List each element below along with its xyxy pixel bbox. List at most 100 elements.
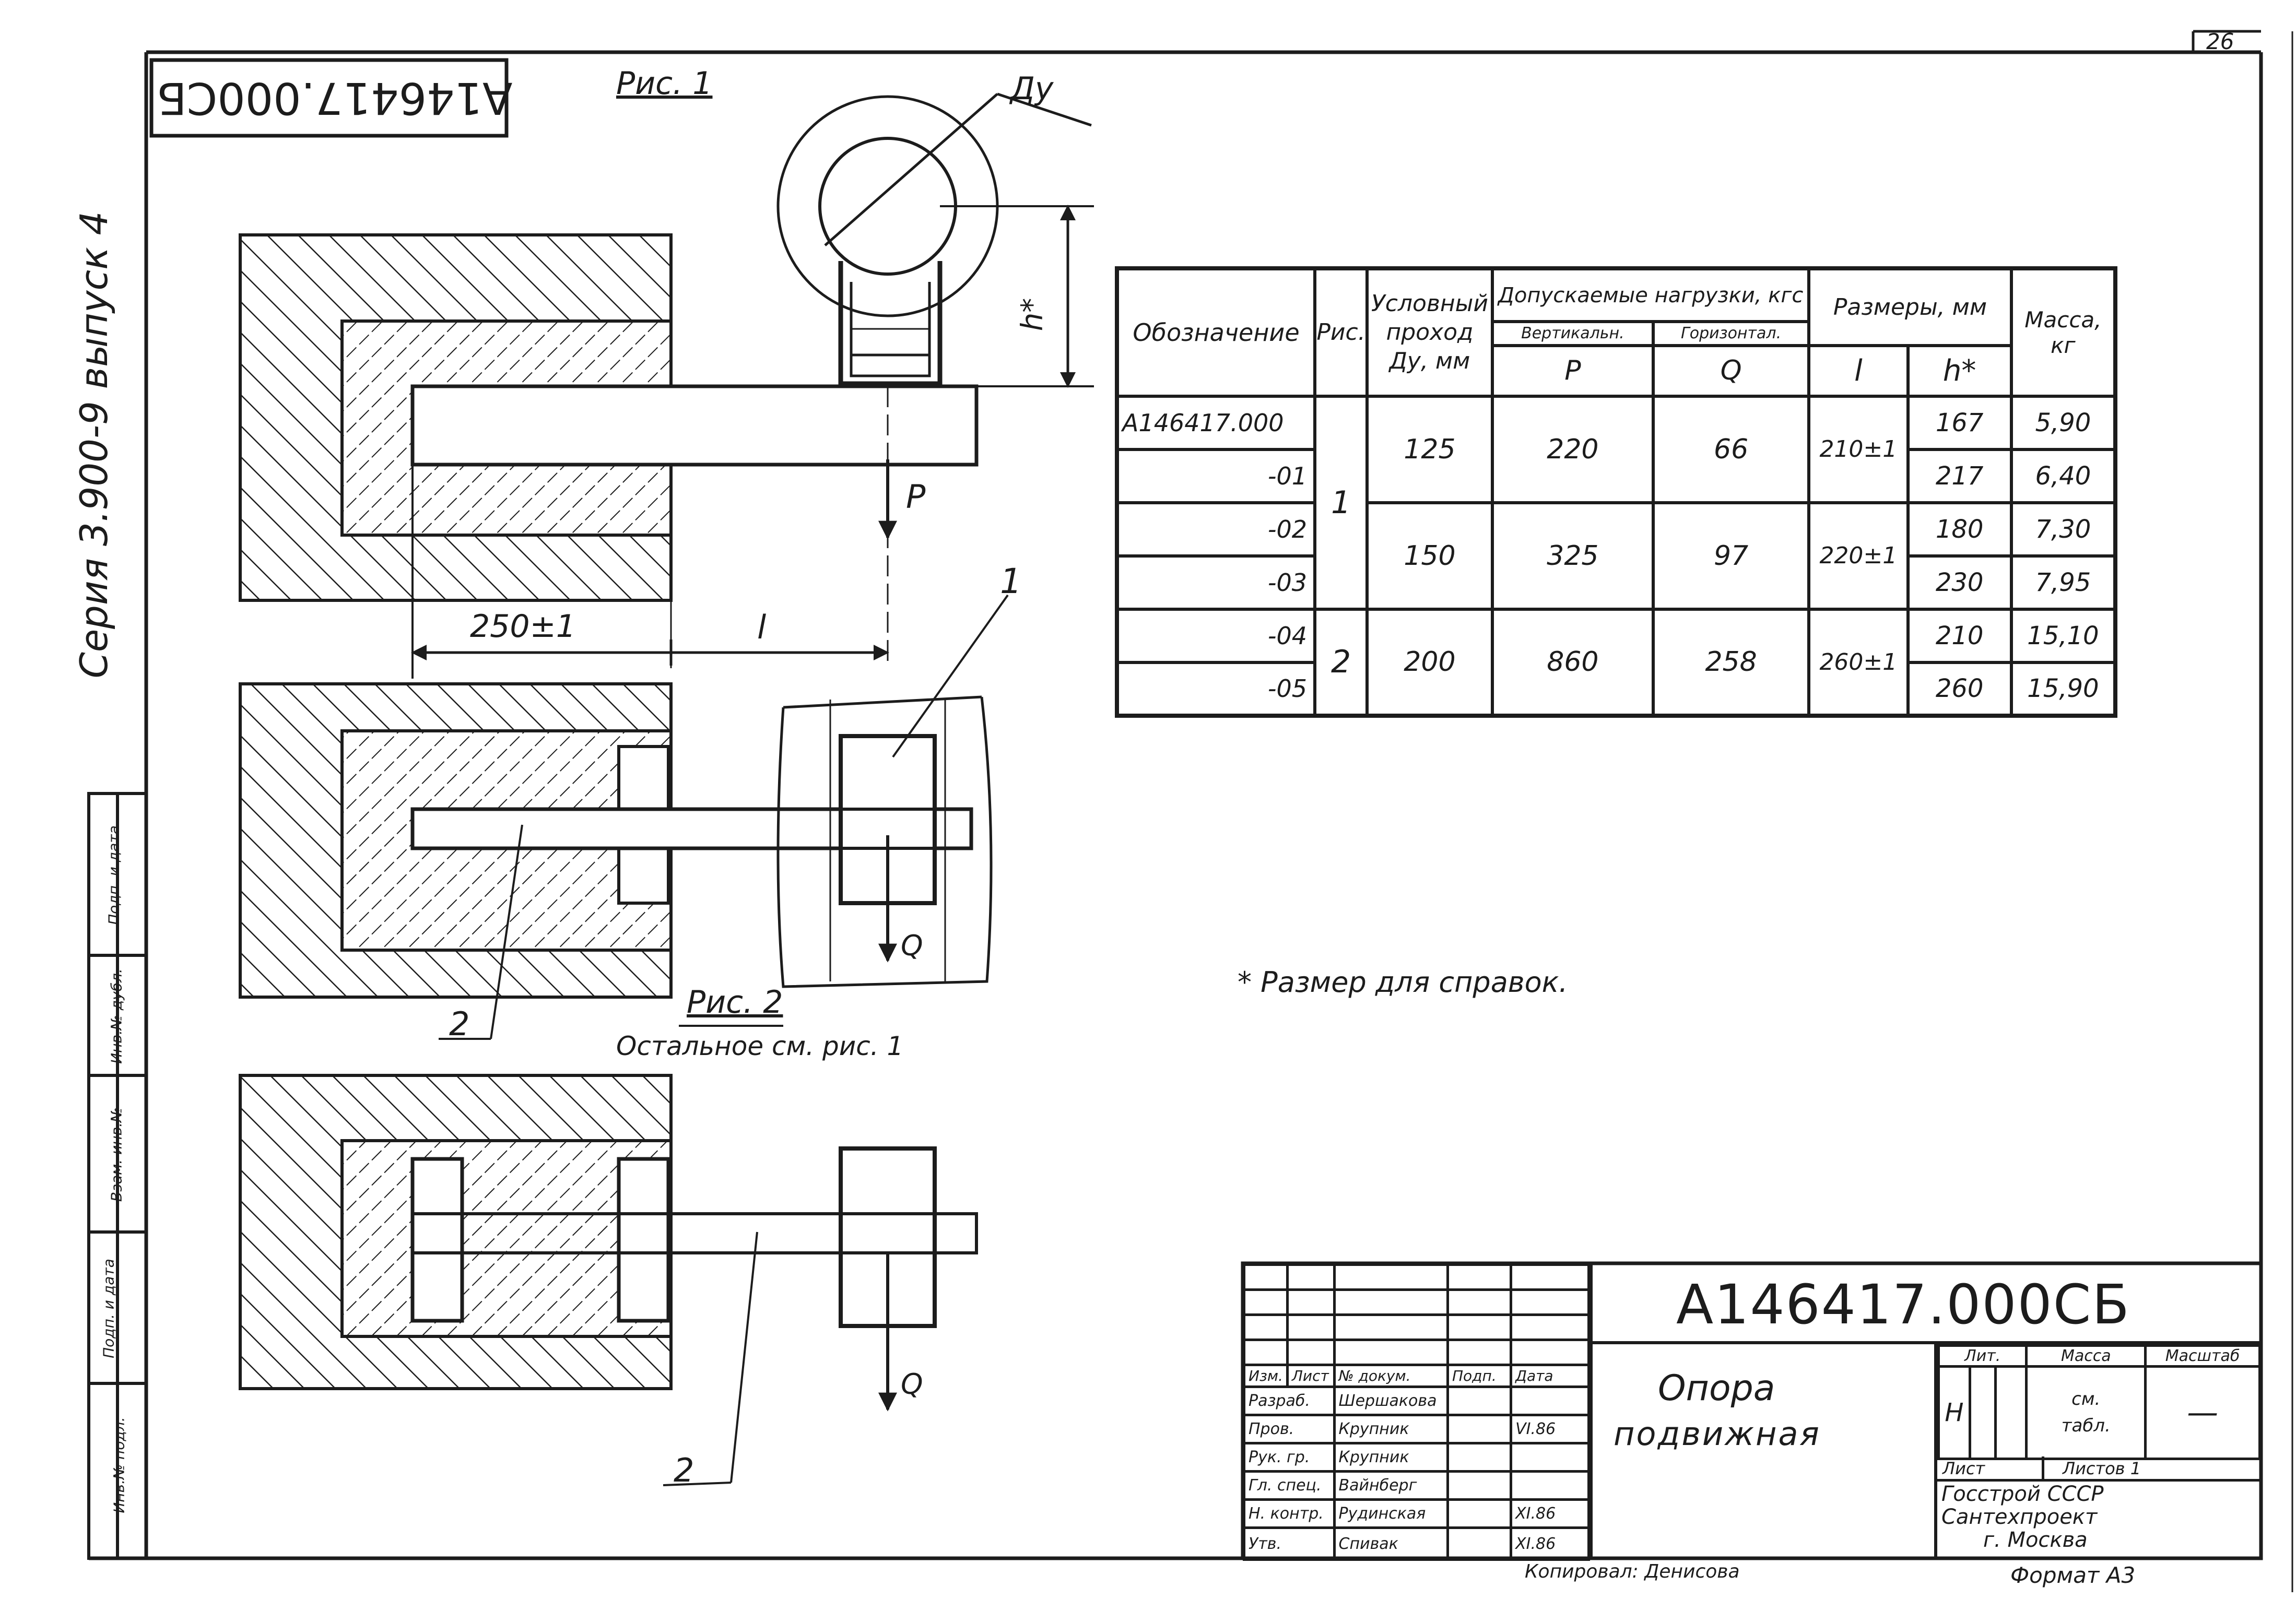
signature: [1446, 1414, 1513, 1444]
stamp-code-text: А146417.000СБ: [157, 73, 513, 124]
mass-value: 15,90: [2009, 660, 2117, 718]
mass-value: 15,10: [2009, 607, 2117, 664]
col-du: Условный проход Ду, мм: [1365, 267, 1494, 398]
role: Н. контр.: [1243, 1498, 1336, 1529]
role: Разраб.: [1243, 1385, 1336, 1416]
leader-1-label: 1: [1000, 561, 1022, 601]
doc-name-line1: Опора: [1658, 1368, 1775, 1409]
l-value: 260±1: [1807, 607, 1910, 718]
figure-1-plan: [239, 594, 1009, 1040]
sign-date: XI.86: [1510, 1526, 1590, 1561]
person-name: Крупник: [1333, 1442, 1449, 1473]
col-du-line3: Ду, мм: [1389, 348, 1470, 375]
lit-mass-scale: Лит. Масса Масштаб Н см. табл. —: [1937, 1344, 2261, 1460]
hdr-doc: № докум.: [1333, 1364, 1449, 1388]
col-horizontal: Горизонтал.: [1651, 320, 1811, 347]
title-block-frame: [1241, 1261, 2263, 1560]
side-stamp-5: Подп. и дата: [105, 825, 123, 925]
doc-name-cell: Опора подвижная: [1590, 1344, 1937, 1558]
h-value: 230: [1906, 554, 2013, 611]
sign-date: [1510, 1470, 1590, 1501]
side-stamp-3: Взам. инв.№: [108, 1107, 125, 1202]
person-name: Шершакова: [1333, 1385, 1449, 1416]
hdr-date: Дата: [1510, 1364, 1590, 1388]
mass-value: 7,30: [2009, 501, 2117, 558]
pipe-inner-1: [818, 137, 957, 276]
sheets-row: Лист Листов 1: [1937, 1456, 2261, 1482]
l-value: 210±1: [1807, 394, 1910, 504]
footnote: * Размер для справок.: [1238, 966, 1568, 999]
figure-1: [239, 92, 1094, 679]
hdr-sign: Подп.: [1446, 1364, 1513, 1388]
fig-value: 2: [1313, 607, 1369, 718]
scale-value: —: [2144, 1365, 2261, 1460]
h-value: 217: [1906, 447, 2013, 504]
row-designation: -02: [1115, 501, 1317, 558]
page-number: 26: [2206, 29, 2234, 54]
sign-date: [1510, 1442, 1590, 1473]
col-designation: Обозначение: [1115, 267, 1317, 398]
mass-value: 7,95: [2009, 554, 2117, 611]
sign-date: VI.86: [1510, 1414, 1590, 1444]
col-p: P: [1490, 344, 1655, 398]
signature: [1446, 1442, 1513, 1473]
col-loads: Допускаемые нагрузки, кгс: [1490, 266, 1811, 324]
signature: [1446, 1470, 1513, 1501]
stamp-code: А146417.000СБ: [157, 67, 512, 129]
stamp-box: [149, 58, 509, 138]
title-block: Изм. Лист № докум. Подп. Дата Разраб. Ше…: [1243, 1263, 2261, 1561]
row-designation: -03: [1115, 554, 1317, 611]
doc-name-line2: подвижная: [1614, 1415, 1821, 1453]
person-name: Спивак: [1333, 1526, 1449, 1561]
p-value: 325: [1490, 501, 1655, 611]
role: Гл. спец.: [1243, 1470, 1336, 1501]
copied-by: Копировал: Денисова: [1525, 1561, 1740, 1582]
leader-2-label-a: 2: [449, 1005, 470, 1043]
signature: [1446, 1526, 1513, 1561]
col-du-line2: проход: [1386, 319, 1474, 346]
signature: [1446, 1498, 1513, 1529]
l-value: 220±1: [1807, 501, 1910, 611]
dim-l-label: l: [757, 608, 767, 646]
col-mass-line2: кг: [2051, 332, 2076, 358]
mass-value: 6,40: [2009, 447, 2117, 504]
sign-date: [1510, 1385, 1590, 1416]
side-stamp-grid: [87, 792, 148, 1560]
mass-value-line1: см.: [2071, 1389, 2101, 1410]
row-designation: -04: [1115, 607, 1317, 664]
du-value: 200: [1365, 607, 1494, 718]
q-label-2: Q: [901, 1368, 923, 1401]
doc-code-cell: А146417.000СБ: [1590, 1263, 2261, 1344]
col-l: l: [1807, 344, 1910, 398]
p-label: P: [906, 478, 926, 516]
clamp-1: [838, 261, 943, 386]
sheet-label: Лист: [1942, 1459, 1985, 1478]
leader-2-label-b: 2: [674, 1451, 694, 1489]
row-designation: -01: [1115, 447, 1317, 504]
figure-2: [239, 1025, 978, 1486]
side-stamp-2: Подп. и дата: [100, 1259, 117, 1358]
row-designation: -05: [1115, 660, 1317, 718]
role: Пров.: [1243, 1414, 1336, 1444]
col-du-line1: Условный: [1371, 290, 1488, 317]
org-block: Госстрой СССР Сантехпроект г. Москва: [1941, 1483, 2260, 1551]
info-cells: Лит. Масса Масштаб Н см. табл. — Лист Ли…: [1937, 1344, 2261, 1558]
col-fig: Рис.: [1313, 267, 1369, 398]
person-name: Рудинская: [1333, 1498, 1449, 1529]
col-sizes: Размеры, мм: [1807, 267, 2013, 347]
role: Рук. гр.: [1243, 1442, 1336, 1473]
lit-value: Н: [1937, 1365, 1971, 1460]
sign-date: XI.86: [1510, 1498, 1590, 1529]
org-line1: Госстрой СССР: [1941, 1482, 2104, 1506]
change-grid: Изм. Лист № докум. Подп. Дата Разраб. Ше…: [1243, 1263, 1590, 1561]
q-value: 258: [1651, 607, 1811, 718]
mass-value-cell: см. табл.: [2025, 1365, 2147, 1460]
scale-label: Масштаб: [2144, 1344, 2261, 1368]
fig2-label: Рис. 2: [687, 984, 783, 1021]
dim-250-label: 250±1: [470, 608, 576, 645]
fig-value: 1: [1313, 394, 1369, 611]
person-name: Вайнберг: [1333, 1470, 1449, 1501]
q-value: 97: [1651, 501, 1811, 611]
du-value: 125: [1365, 394, 1494, 504]
doc-code: А146417.000СБ: [1676, 1273, 2130, 1336]
